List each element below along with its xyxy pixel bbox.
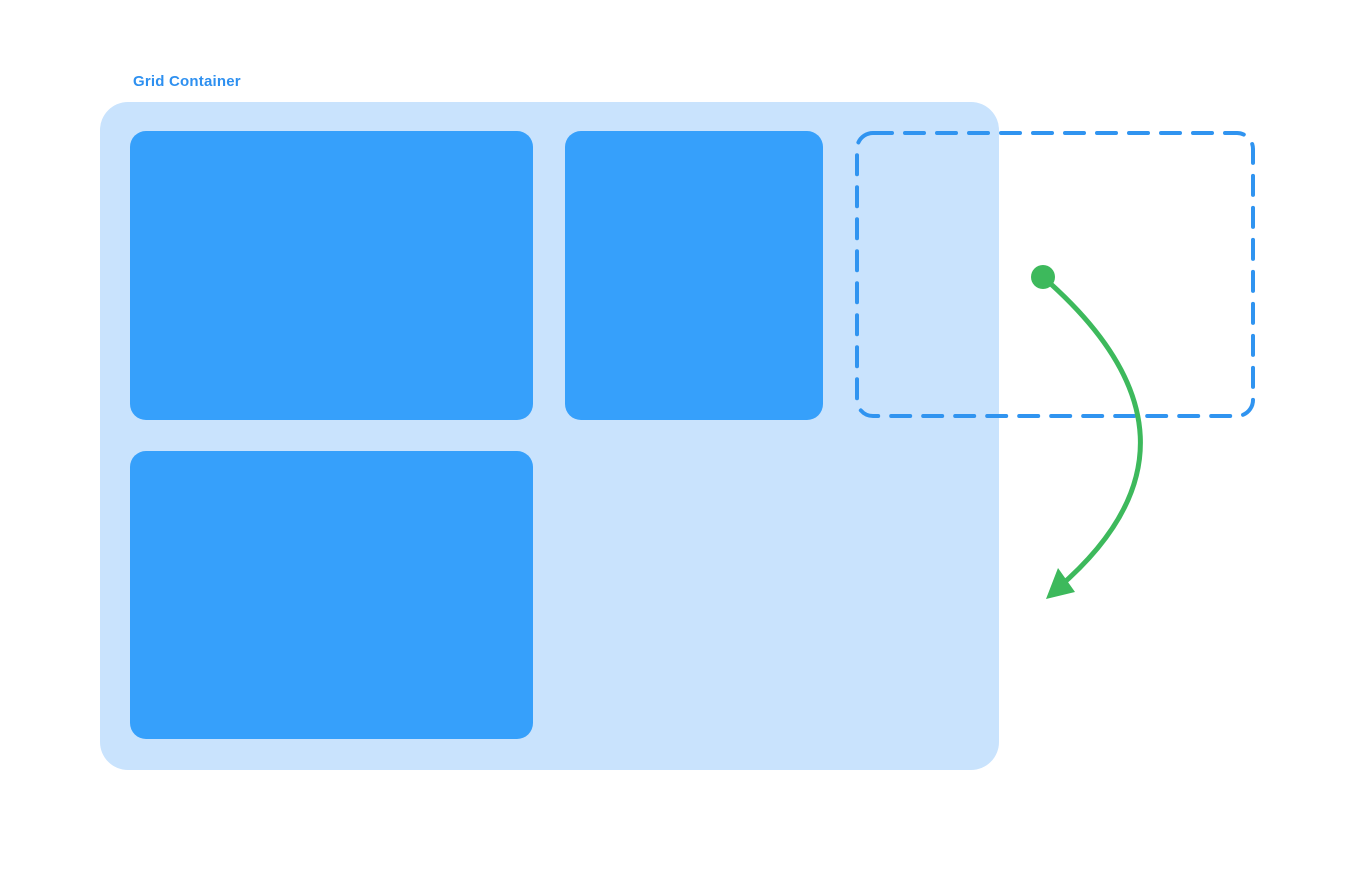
drag-start-dot-icon xyxy=(1031,265,1055,289)
drag-arrow-curve xyxy=(1040,274,1143,591)
grid-item-1[interactable] xyxy=(130,131,533,420)
drag-arrow-head-icon xyxy=(1046,568,1075,599)
grid-container-label: Grid Container xyxy=(133,73,241,90)
grid-item-3[interactable] xyxy=(130,451,533,739)
grid-container xyxy=(100,102,999,770)
grid-item-2[interactable] xyxy=(565,131,823,420)
